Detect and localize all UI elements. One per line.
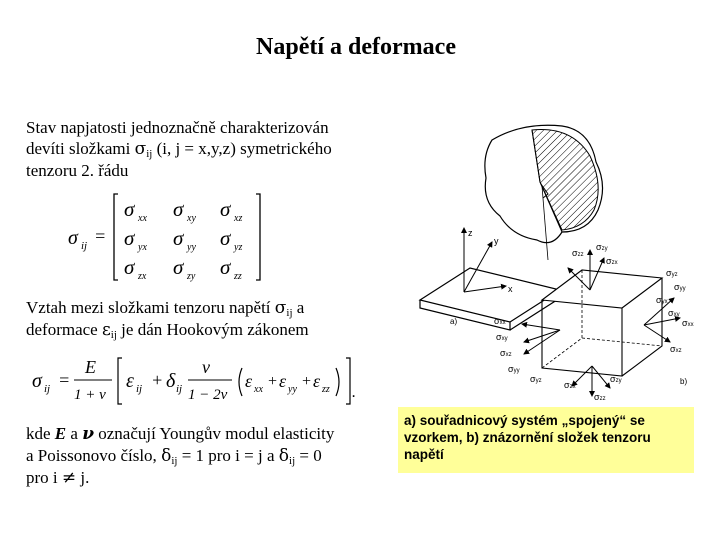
panel-b-label: b) — [680, 377, 687, 386]
body-cut-shape — [484, 124, 604, 261]
svg-text:σ: σ — [173, 255, 185, 279]
svg-text:zz: zz — [321, 384, 330, 395]
svg-text:ij: ij — [81, 240, 87, 252]
paragraph-hooke: Vztah mezi složkami tenzoru napětí σij a… — [26, 298, 309, 341]
stress-diagram-figure: z y x a) σzz σzy σzx σyz σyy σyx σxx σxy — [418, 124, 694, 402]
svg-text:=: = — [94, 226, 106, 246]
sigma-symbol: σ — [134, 139, 147, 159]
svg-text:ij: ij — [44, 383, 50, 395]
svg-text:σ: σ — [173, 197, 185, 221]
hooke-law-formula: σ ij = E 1 + ν ε ij + δ ij ν 1 − 2ν ε xx… — [32, 357, 356, 405]
svg-text:σ: σ — [124, 197, 136, 221]
svg-text:zz: zz — [233, 271, 242, 282]
svg-text:σxy: σxy — [668, 308, 680, 318]
svg-text:ij: ij — [136, 383, 142, 395]
svg-text:σyz: σyz — [666, 268, 678, 278]
svg-text:+: + — [301, 373, 312, 390]
svg-text:yx: yx — [137, 242, 147, 253]
svg-text:σ: σ — [220, 197, 232, 221]
svg-text:ε: ε — [313, 371, 321, 391]
svg-text:σzy: σzy — [610, 374, 622, 384]
svg-text:σzz: σzz — [594, 392, 606, 402]
svg-text:xx: xx — [253, 384, 263, 395]
svg-text:σxy: σxy — [496, 332, 508, 342]
svg-text:σzx: σzx — [606, 256, 618, 266]
svg-text:σ: σ — [124, 255, 136, 279]
svg-text:+: + — [267, 373, 278, 390]
panel-a-label: a) — [450, 317, 457, 326]
svg-text:.: . — [352, 384, 356, 401]
svg-text:+: + — [151, 370, 163, 390]
svg-text:yy: yy — [186, 242, 196, 253]
svg-text:1 − 2ν: 1 − 2ν — [188, 387, 228, 403]
svg-text:σ: σ — [32, 370, 43, 392]
svg-text:σxz: σxz — [500, 348, 512, 358]
svg-text:σyz: σyz — [530, 374, 542, 384]
svg-text:ε: ε — [126, 370, 134, 392]
svg-text:ij: ij — [176, 383, 182, 395]
svg-text:yz: yz — [233, 242, 242, 253]
svg-text:σxx: σxx — [682, 318, 694, 328]
svg-text:E: E — [84, 357, 96, 377]
svg-text:ε: ε — [279, 371, 287, 391]
svg-text:σyx: σyx — [656, 295, 668, 305]
svg-text:σxx: σxx — [494, 316, 506, 326]
panel-a-plate: z y x a) — [418, 227, 562, 331]
svg-text:ν: ν — [202, 357, 210, 377]
svg-text:σyy: σyy — [674, 282, 686, 292]
svg-text:zy: zy — [186, 271, 196, 282]
paragraph-constants: kde E a ν označují Youngův modul elastic… — [26, 424, 335, 488]
svg-text:σzx: σzx — [564, 380, 576, 390]
svg-text:1 + ν: 1 + ν — [74, 387, 106, 403]
svg-text:σzy: σzy — [596, 242, 608, 252]
svg-text:σyy: σyy — [508, 364, 520, 374]
axis-x-label: x — [508, 284, 513, 294]
svg-text:yy: yy — [287, 384, 297, 395]
svg-text:δ: δ — [166, 370, 176, 392]
svg-text:xy: xy — [186, 213, 196, 224]
axis-y-label: y — [494, 236, 499, 246]
svg-text:xz: xz — [233, 213, 242, 224]
svg-text:σ: σ — [220, 255, 232, 279]
panel-b-stress-cube: σzz σzy σzx σyz σyy σyx σxx σxy σxz σxx … — [494, 242, 694, 402]
slide-title: Napětí a deformace — [256, 34, 456, 60]
svg-text:σ: σ — [220, 226, 232, 250]
svg-text:=: = — [58, 370, 70, 390]
figure-caption-box: a) souřadnicový systém „spojený“ se vzor… — [398, 407, 694, 473]
svg-text:σ: σ — [124, 226, 136, 250]
svg-text:σ: σ — [173, 226, 185, 250]
svg-text:zx: zx — [137, 271, 147, 282]
svg-text:ε: ε — [245, 371, 253, 391]
paragraph-stress-state: Stav napjatosti jednoznačně charakterizo… — [26, 118, 332, 180]
svg-text:σxz: σxz — [670, 344, 682, 354]
axis-z-label: z — [468, 228, 473, 238]
svg-text:σzz: σzz — [572, 248, 584, 258]
svg-text:xx: xx — [137, 213, 147, 224]
matrix-lhs: σ — [68, 227, 79, 249]
